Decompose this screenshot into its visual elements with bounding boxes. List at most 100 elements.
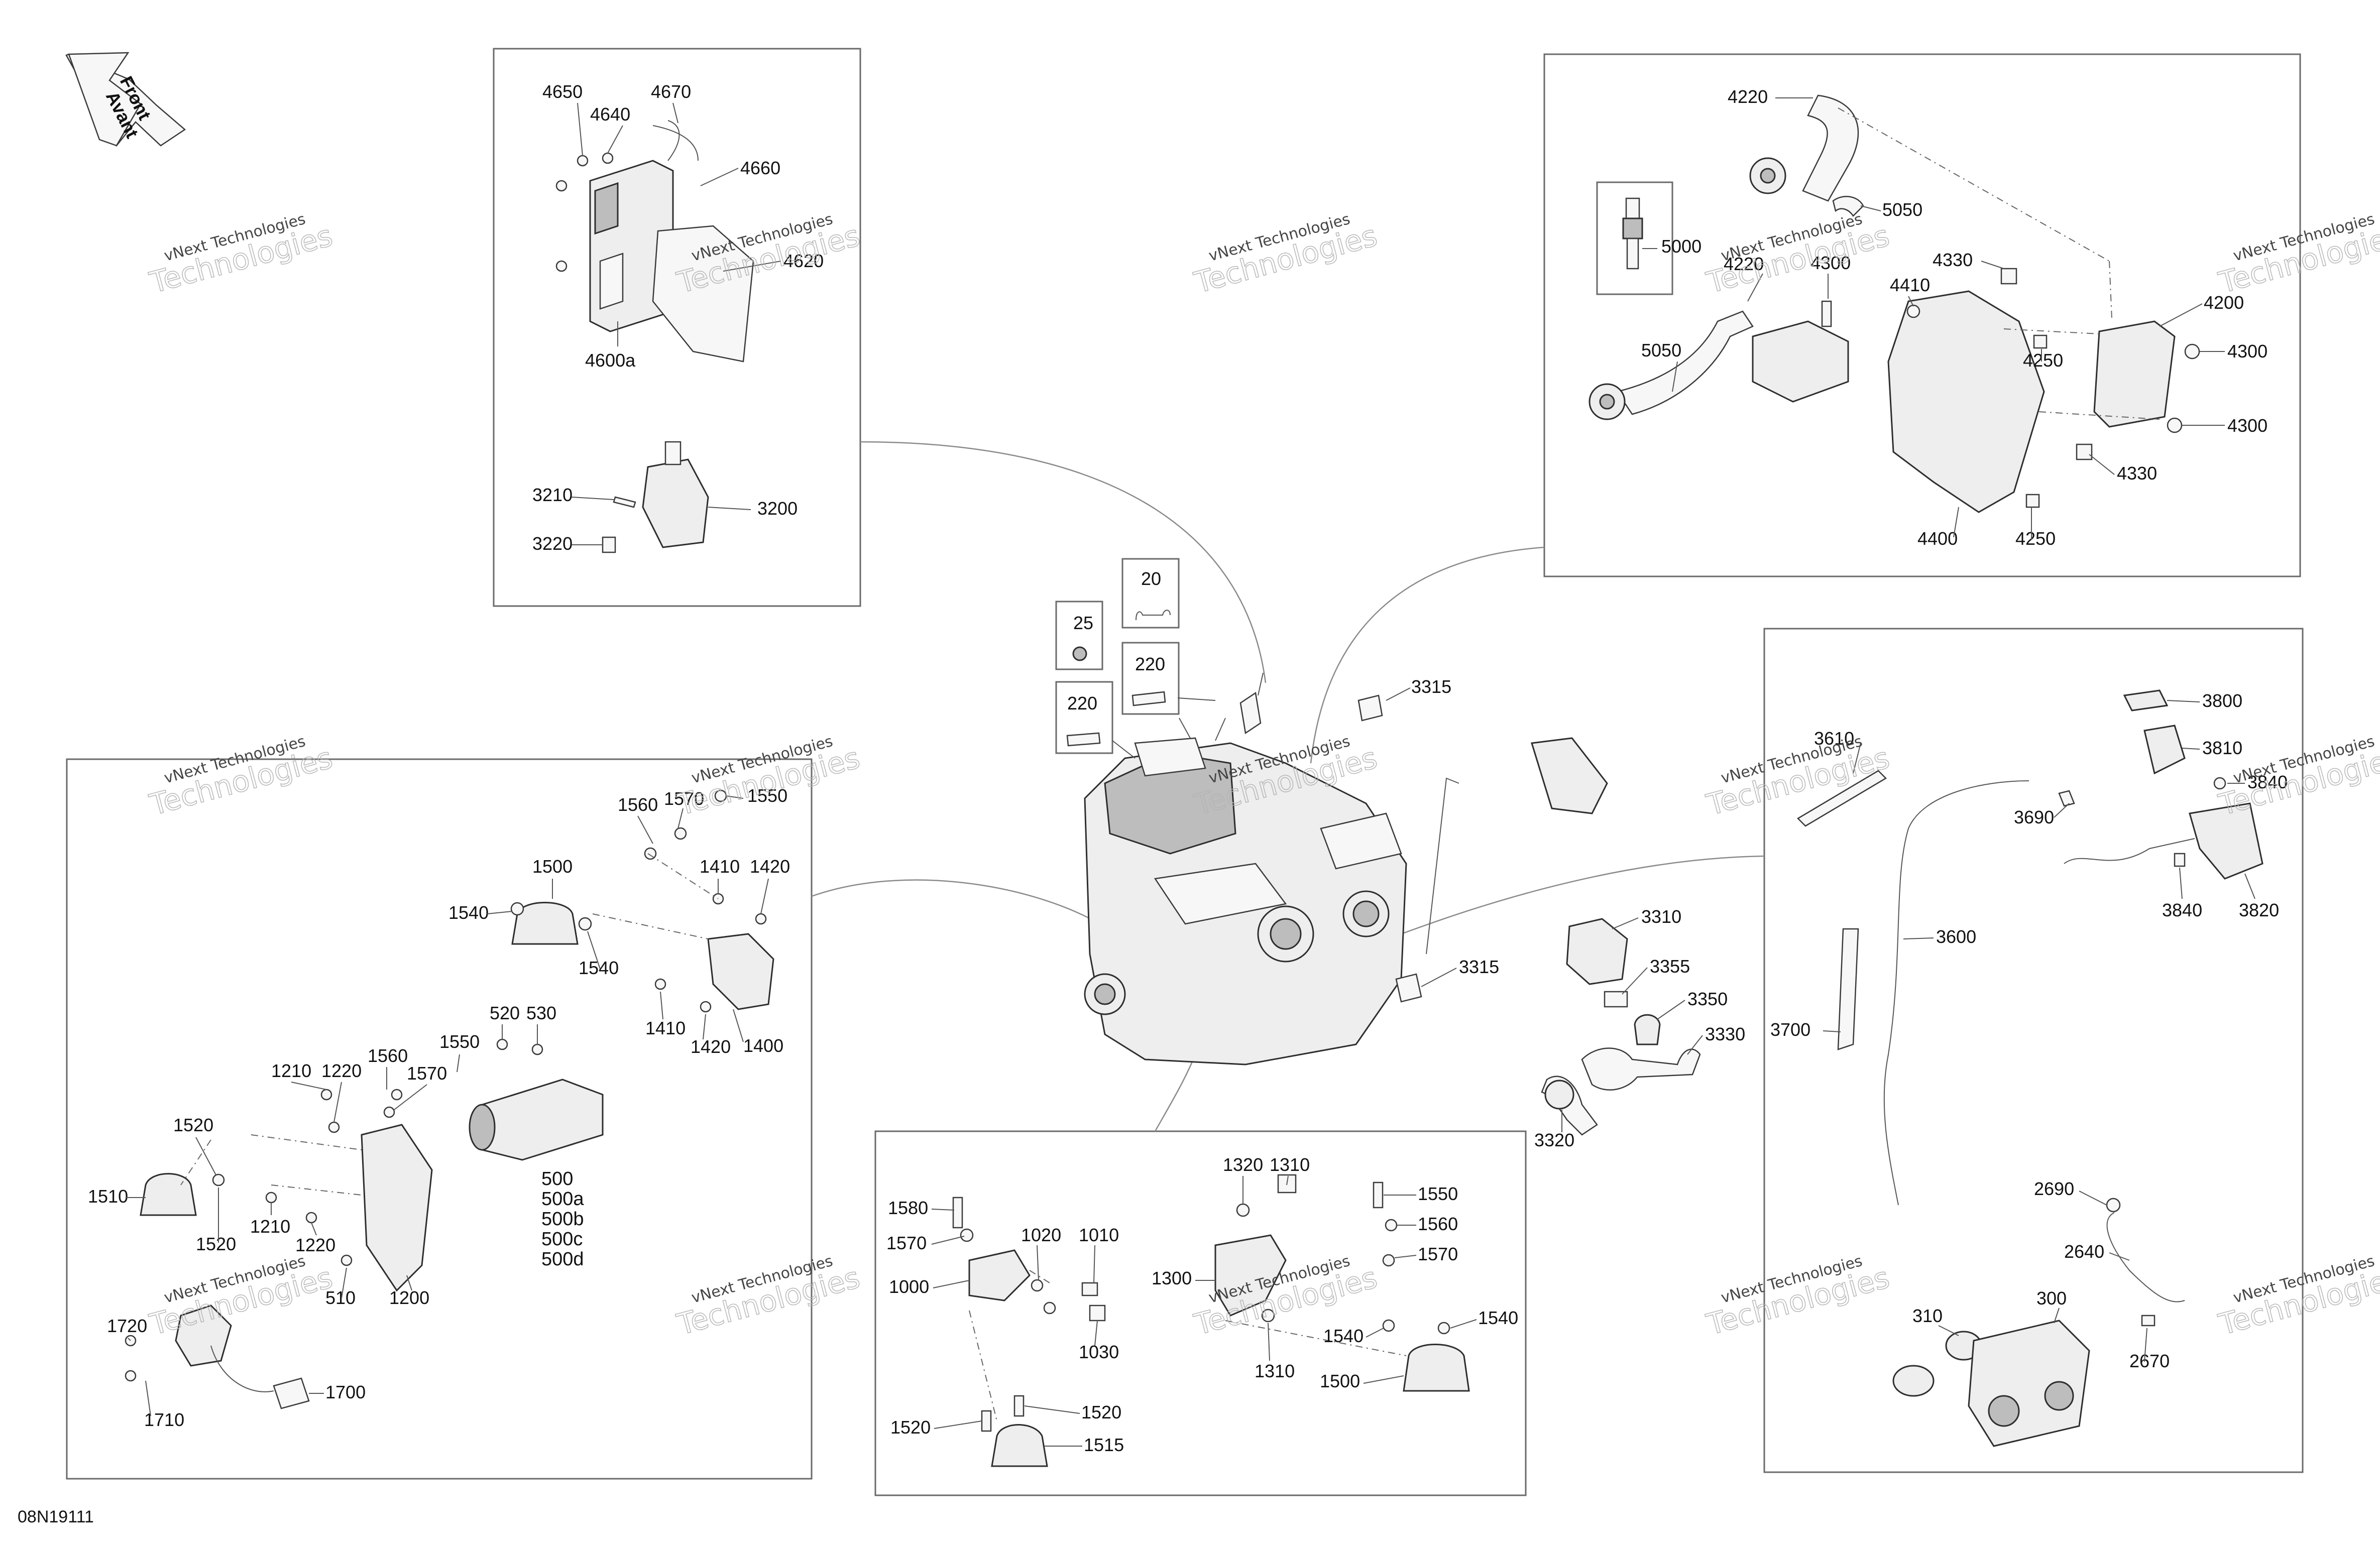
- mount-bracket-1000: [968, 1249, 1031, 1301]
- nut-25-part: [1072, 646, 1087, 661]
- ecm-group: 4650 4640 4670 4660 4620 4600a 3210 3200…: [532, 81, 824, 554]
- label-300: 300: [2036, 1288, 2067, 1309]
- label-1540-left: 1540: [448, 902, 489, 923]
- label-1560-lower: 1560: [1418, 1214, 1458, 1234]
- label-1550-lower: 1550: [1418, 1183, 1458, 1204]
- label-4250-bottom: 4250: [2015, 528, 2056, 549]
- label-20: 20: [1141, 568, 1161, 589]
- label-1510: 1510: [88, 1186, 128, 1207]
- label-2640: 2640: [2064, 1241, 2104, 1262]
- label-1720: 1720: [107, 1316, 147, 1336]
- screw-3210: [613, 496, 636, 508]
- throttle-cable-3820: [2064, 838, 2195, 864]
- clamp-3350: [1634, 1014, 1661, 1045]
- starter-500: [481, 1079, 604, 1161]
- label-25: 25: [1073, 613, 1093, 633]
- label-3600: 3600: [1936, 926, 1976, 947]
- label-220-lower: 220: [1067, 693, 1097, 714]
- label-220-upper: 220: [1135, 654, 1165, 674]
- label-3330: 3330: [1705, 1024, 1745, 1044]
- label-3310: 3310: [1641, 906, 1681, 927]
- label-510: 510: [325, 1287, 356, 1308]
- relay-1710: [175, 1304, 232, 1367]
- label-4200: 4200: [2204, 292, 2244, 313]
- mount-to-engine-connector: [811, 879, 1100, 925]
- label-4300-right-a: 4300: [2227, 341, 2268, 362]
- label-500d: 500d: [541, 1249, 584, 1270]
- label-1410-bottom: 1410: [645, 1018, 686, 1038]
- throttle-to-engine-connector: [1401, 855, 1765, 935]
- ignition-to-engine-connector: [1310, 546, 1545, 764]
- starter-bracket-1200: [361, 1124, 433, 1292]
- throttle-group-frame: [1763, 628, 2304, 1473]
- cover-4200: [2093, 320, 2176, 428]
- label-1710: 1710: [144, 1409, 184, 1430]
- bolt-3315-top: [1357, 694, 1383, 722]
- ignition-bracket-4400: [1887, 290, 2045, 513]
- label-1540-lower-right: 1540: [1478, 1308, 1518, 1328]
- spark-plug-caps: [1589, 157, 1786, 420]
- label-4330-top: 4330: [1933, 250, 1973, 270]
- lower-screws: [952, 1174, 1450, 1432]
- ecm-group-frame: [493, 48, 861, 607]
- label-2690: 2690: [2034, 1178, 2074, 1199]
- throttle-lever-3800: [2123, 689, 2169, 711]
- nut-25-box: [1055, 601, 1103, 670]
- label-1300: 1300: [1152, 1268, 1192, 1288]
- label-500c: 500c: [541, 1229, 583, 1250]
- label-500b: 500b: [541, 1209, 584, 1230]
- mount-1510: [140, 1173, 197, 1216]
- ignition-lead-4220-lower: [1616, 310, 1754, 415]
- nut-4330-a: [2000, 268, 2017, 285]
- label-1320: 1320: [1223, 1154, 1263, 1175]
- sensor-wire-4670: [652, 120, 699, 161]
- label-1550-mid: 1550: [439, 1031, 480, 1052]
- label-3320: 3320: [1534, 1130, 1574, 1150]
- screw-3840-top: [2213, 777, 2226, 790]
- mount-group: 1560 1570 1550 1500 1540 1410 1420 1540 …: [88, 785, 790, 1430]
- cable-sleeve-3700: [1837, 928, 1859, 1050]
- mount-1515: [991, 1424, 1048, 1467]
- label-3810: 3810: [2202, 738, 2242, 758]
- label-1560-top: 1560: [618, 794, 658, 815]
- label-1500-lower: 1500: [1320, 1371, 1360, 1391]
- label-1570-top: 1570: [664, 788, 704, 809]
- label-3200: 3200: [757, 498, 798, 519]
- cable-guide-3610: [1796, 770, 1887, 827]
- clip-5050: [1832, 196, 1864, 217]
- label-3315-top: 3315: [1411, 676, 1451, 697]
- label-3840-bottom: 3840: [2162, 900, 2202, 920]
- label-3820: 3820: [2239, 900, 2279, 920]
- label-310: 310: [1912, 1305, 1943, 1326]
- label-1000: 1000: [889, 1276, 929, 1297]
- mount-group-frame: [66, 758, 813, 1480]
- label-1220-top: 1220: [321, 1060, 362, 1081]
- intake-group: 3310 3355 3350 3330 3320: [1534, 906, 1745, 1150]
- label-3220: 3220: [532, 533, 573, 554]
- label-1500-top: 1500: [532, 856, 573, 877]
- plug-220-box-upper: [1121, 642, 1180, 715]
- ignition-coil-on-engine: [1239, 691, 1262, 735]
- bracket-20-box: [1121, 558, 1180, 629]
- label-4250-top: 4250: [2023, 350, 2063, 371]
- plug-220-box-lower: [1055, 681, 1113, 754]
- plug-220-upper-part: [1131, 691, 1166, 706]
- label-4300-mid: 4300: [1810, 253, 1851, 273]
- clip-3690: [2058, 790, 2075, 807]
- label-1200: 1200: [389, 1287, 429, 1308]
- label-1310-bottom: 1310: [1255, 1361, 1295, 1381]
- label-530: 530: [526, 1003, 556, 1023]
- screw-4300-a: [2184, 343, 2200, 360]
- label-1210-bottom: 1210: [250, 1216, 290, 1237]
- bolt-3315-bottom: [1395, 973, 1422, 1003]
- screw-4410: [1906, 304, 1920, 318]
- label-4330-bottom: 4330: [2117, 463, 2157, 484]
- label-1420-bottom: 1420: [691, 1036, 731, 1057]
- label-4400: 4400: [1917, 528, 1958, 549]
- clamp-2690: [2106, 1198, 2121, 1213]
- label-3350: 3350: [1687, 989, 1728, 1009]
- label-1410-top: 1410: [700, 856, 740, 877]
- intake-manifold-3310: [1566, 918, 1628, 985]
- ignition-group: 4220 5050 5000 4220 4300 4330 4410 4200 …: [1589, 86, 2268, 549]
- label-3840-top: 3840: [2247, 772, 2288, 792]
